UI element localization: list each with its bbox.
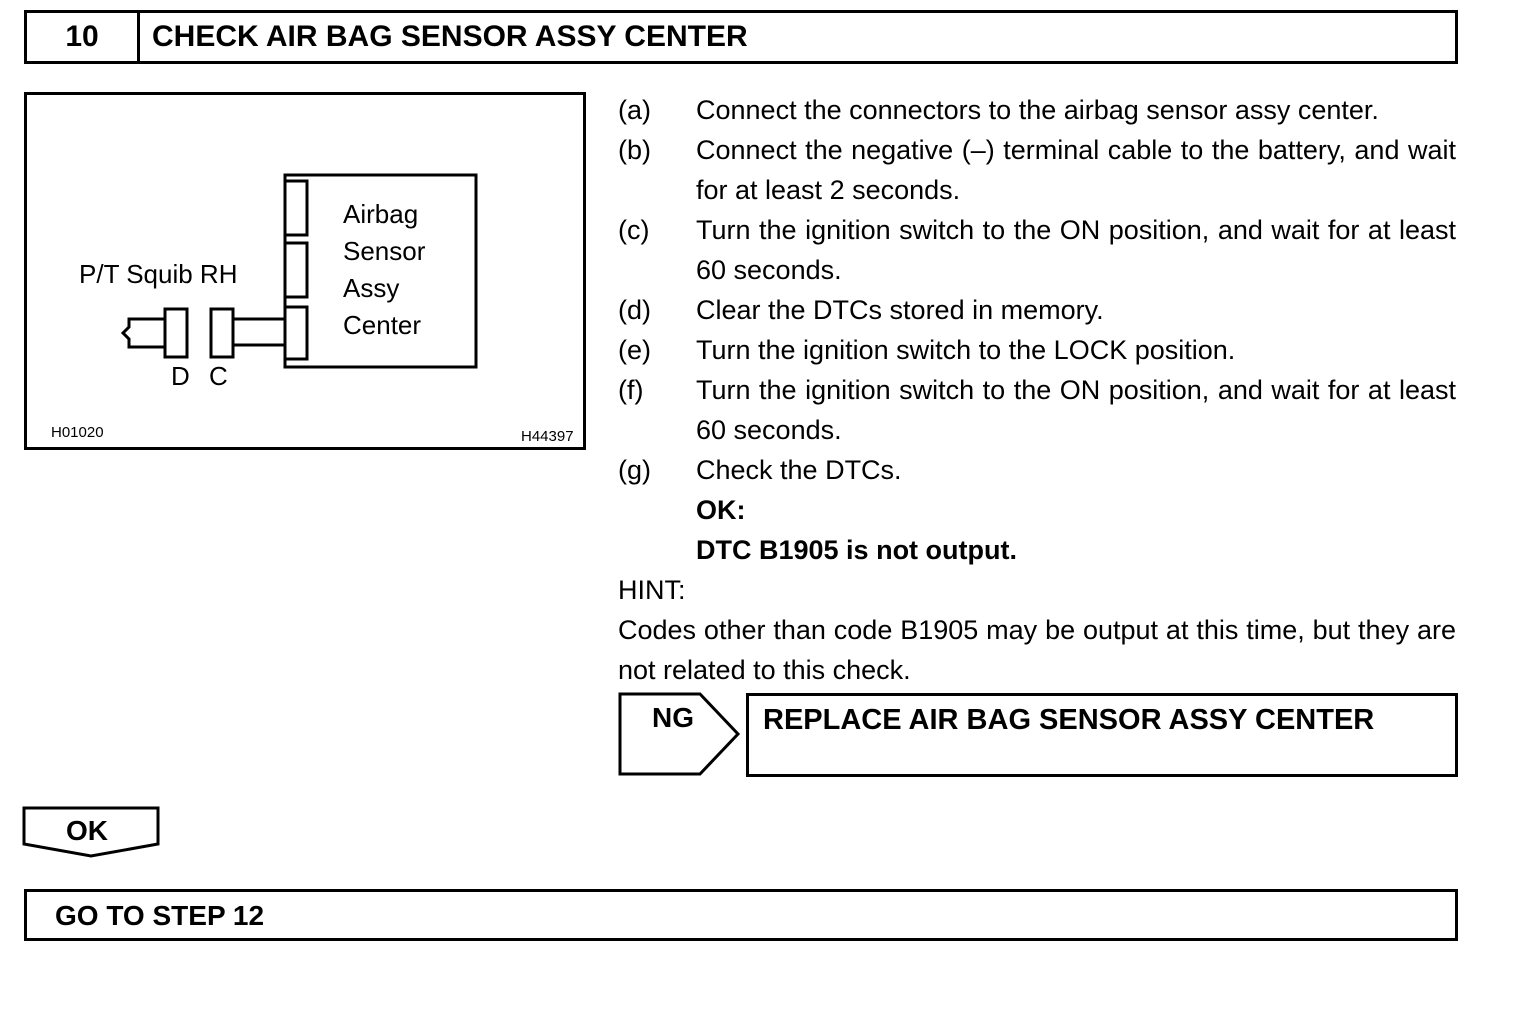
connector-c-label: C — [209, 361, 228, 391]
ecu-connector-slot — [283, 305, 309, 361]
connector-c-shape — [209, 307, 235, 359]
step-letter: (d) — [618, 295, 651, 325]
ng-label: NG — [652, 702, 694, 733]
step-text: Turn the ignition switch to the ON posit… — [696, 215, 1456, 285]
ok-arrow-shape — [22, 806, 160, 858]
ok-label: OK — [66, 815, 108, 846]
ecu-label-line: Sensor — [343, 236, 426, 266]
connector-d-label: D — [171, 361, 190, 391]
ok-criteria-label: OK: — [696, 495, 746, 525]
instruction-step: (a) Connect the connectors to the airbag… — [618, 90, 1456, 130]
ecu-label-line: Assy — [343, 273, 400, 303]
step-text: Clear the DTCs stored in memory. — [696, 295, 1104, 325]
step-title: CHECK AIR BAG SENSOR ASSY CENTER — [152, 20, 748, 53]
step-letter: (g) — [618, 455, 651, 485]
step-text: Check the DTCs. — [696, 455, 902, 485]
ecu-connector-slot — [283, 241, 309, 299]
squib-pigtail — [120, 317, 165, 349]
goto-step-text: GO TO STEP 12 — [55, 900, 265, 931]
ok-criteria-condition: DTC B1905 is not output. — [696, 535, 1018, 565]
figure-code-left: H01020 — [51, 424, 104, 441]
ecu-label-line: Center — [343, 310, 422, 340]
hint-label: HINT: — [618, 575, 686, 605]
step-text: Connect the connectors to the airbag sen… — [696, 95, 1379, 125]
ecu-connector-slot — [283, 179, 309, 237]
step-letter: (c) — [618, 215, 650, 245]
step-header: 10 CHECK AIR BAG SENSOR ASSY CENTER — [24, 10, 1458, 64]
ng-arrow-shape — [618, 692, 741, 776]
goto-step-box: GO TO STEP 12 — [24, 889, 1458, 941]
connector-d-shape — [163, 307, 189, 359]
instructions: (a) Connect the connectors to the airbag… — [618, 90, 1456, 690]
ng-action-text: REPLACE AIR BAG SENSOR ASSY CENTER — [763, 704, 1375, 736]
step-text: Turn the ignition switch to the ON posit… — [696, 375, 1456, 445]
figure-code-right: H44397 — [521, 428, 574, 445]
instruction-step: (c) Turn the ignition switch to the ON p… — [618, 210, 1456, 290]
instruction-step: (d) Clear the DTCs stored in memory. — [618, 290, 1456, 330]
instruction-step: (g) Check the DTCs. — [618, 450, 1456, 490]
step-number: 10 — [27, 13, 140, 61]
step-letter: (a) — [618, 95, 651, 125]
step-text: Turn the ignition switch to the LOCK pos… — [696, 335, 1236, 365]
squib-label: P/T Squib RH — [79, 259, 238, 289]
ng-action-box: REPLACE AIR BAG SENSOR ASSY CENTER — [746, 693, 1458, 777]
step-letter: (b) — [618, 135, 651, 165]
instruction-step: (b) Connect the negative (–) terminal ca… — [618, 130, 1456, 210]
instruction-step: (e) Turn the ignition switch to the LOCK… — [618, 330, 1456, 370]
hint-text: Codes other than code B1905 may be outpu… — [618, 615, 1456, 685]
instruction-step: (f) Turn the ignition switch to the ON p… — [618, 370, 1456, 450]
step-text: Connect the negative (–) terminal cable … — [696, 135, 1456, 205]
diagram-drawing — [120, 173, 478, 369]
connector-diagram: Airbag Sensor Assy Center P/T Squib RH D… — [24, 92, 586, 450]
step-letter: (e) — [618, 335, 651, 365]
ecu-label-line: Airbag — [343, 199, 419, 229]
step-letter: (f) — [618, 375, 644, 405]
